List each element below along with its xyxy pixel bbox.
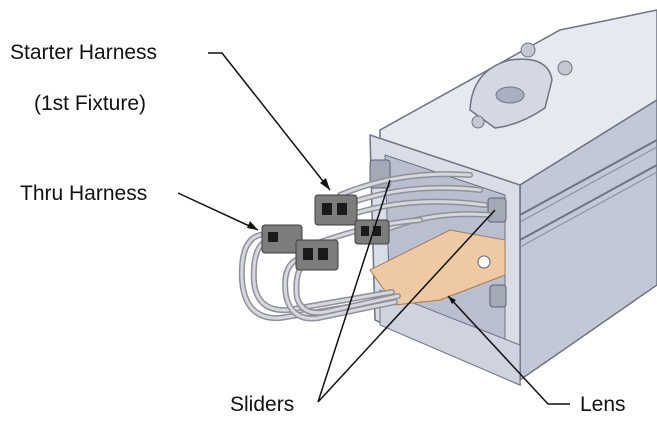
bracket-screw-3: [471, 115, 485, 129]
starter-connector: [314, 194, 358, 226]
leader-thru: [177, 192, 259, 231]
leader-sliders-1: [317, 179, 391, 403]
arrow-starter: [320, 178, 330, 190]
bracket-screw-1: [520, 42, 536, 58]
leader-lens: [447, 295, 570, 405]
leader-starter: [208, 52, 331, 191]
housing-groove-4: [519, 171, 657, 248]
label-starter-harness: Starter Harness: [10, 41, 158, 64]
slider-tab-3: [489, 284, 507, 308]
housing-groove-1: [519, 139, 657, 216]
housing-groove-2: [519, 146, 657, 223]
label-thru-harness: Thru Harness: [20, 182, 148, 205]
thru-connector-2: [295, 239, 339, 271]
housing-groove-3: [519, 164, 657, 241]
arrow-thru: [247, 221, 258, 230]
leader-sliders-2: [317, 209, 496, 403]
label-sliders: Sliders: [230, 393, 295, 416]
housing-bottom-channel: [379, 289, 521, 386]
arrow-lens: [448, 296, 456, 304]
bracket-hole: [495, 86, 525, 104]
thru-connector: [261, 224, 303, 254]
slider-hole: [477, 255, 491, 269]
label-lens: Lens: [580, 393, 626, 416]
starter-connector-2: [354, 219, 390, 245]
label-first-fixture: (1st Fixture): [34, 92, 147, 115]
bracket-screw-2: [557, 60, 573, 76]
slider-tab-2: [487, 197, 507, 223]
